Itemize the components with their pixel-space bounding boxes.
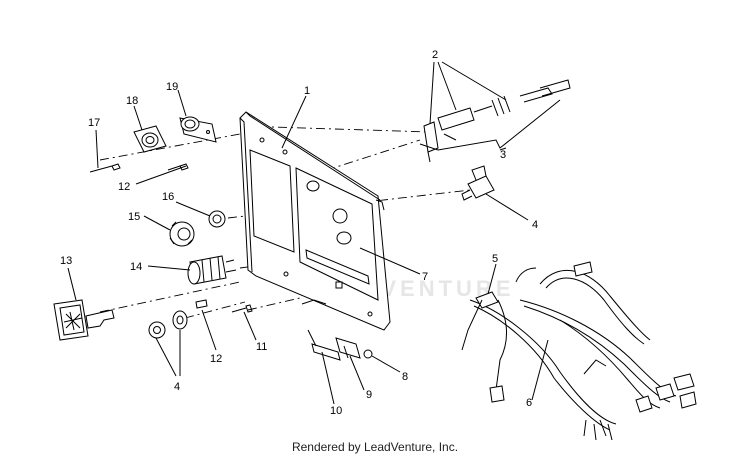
callout-10: 10 <box>330 405 342 417</box>
toggle-switch <box>461 165 495 201</box>
callout-18: 18 <box>126 95 138 107</box>
bracket-parts <box>301 299 373 361</box>
callout-5: 5 <box>492 253 498 265</box>
callout-13: 13 <box>60 255 72 267</box>
callout-11: 11 <box>256 341 267 353</box>
callout-7: 7 <box>422 271 428 283</box>
callout-14: 14 <box>130 261 142 273</box>
leader-lines <box>67 61 549 405</box>
callout-4-lower: 4 <box>174 381 180 393</box>
callout-2: 2 <box>432 49 438 61</box>
key-connector <box>187 255 237 285</box>
callout-19: 19 <box>166 81 178 93</box>
callout-12-upper: 12 <box>118 181 130 193</box>
key-switch-parts <box>89 116 217 173</box>
callout-3: 3 <box>500 149 506 161</box>
callout-12-lower: 12 <box>210 353 222 365</box>
callout-17: 17 <box>88 117 100 129</box>
ignition-key <box>53 299 115 341</box>
callout-8: 8 <box>402 371 408 383</box>
callout-16: 16 <box>162 191 174 203</box>
callout-6: 6 <box>526 397 532 409</box>
wiring-harness <box>461 261 697 441</box>
main-panel <box>239 111 391 331</box>
callout-1: 1 <box>304 85 310 97</box>
nut-and-washer <box>169 210 226 247</box>
callout-15: 15 <box>128 211 140 223</box>
callout-9: 9 <box>366 389 372 401</box>
callout-labels: 1 2 3 4 4 5 6 7 8 9 10 11 12 12 13 14 15… <box>60 49 538 417</box>
lower-fasteners <box>148 299 253 339</box>
render-credit: Rendered by LeadVenture, Inc. <box>291 440 459 454</box>
cable-assembly <box>419 79 571 163</box>
callout-4-upper: 4 <box>532 219 538 231</box>
